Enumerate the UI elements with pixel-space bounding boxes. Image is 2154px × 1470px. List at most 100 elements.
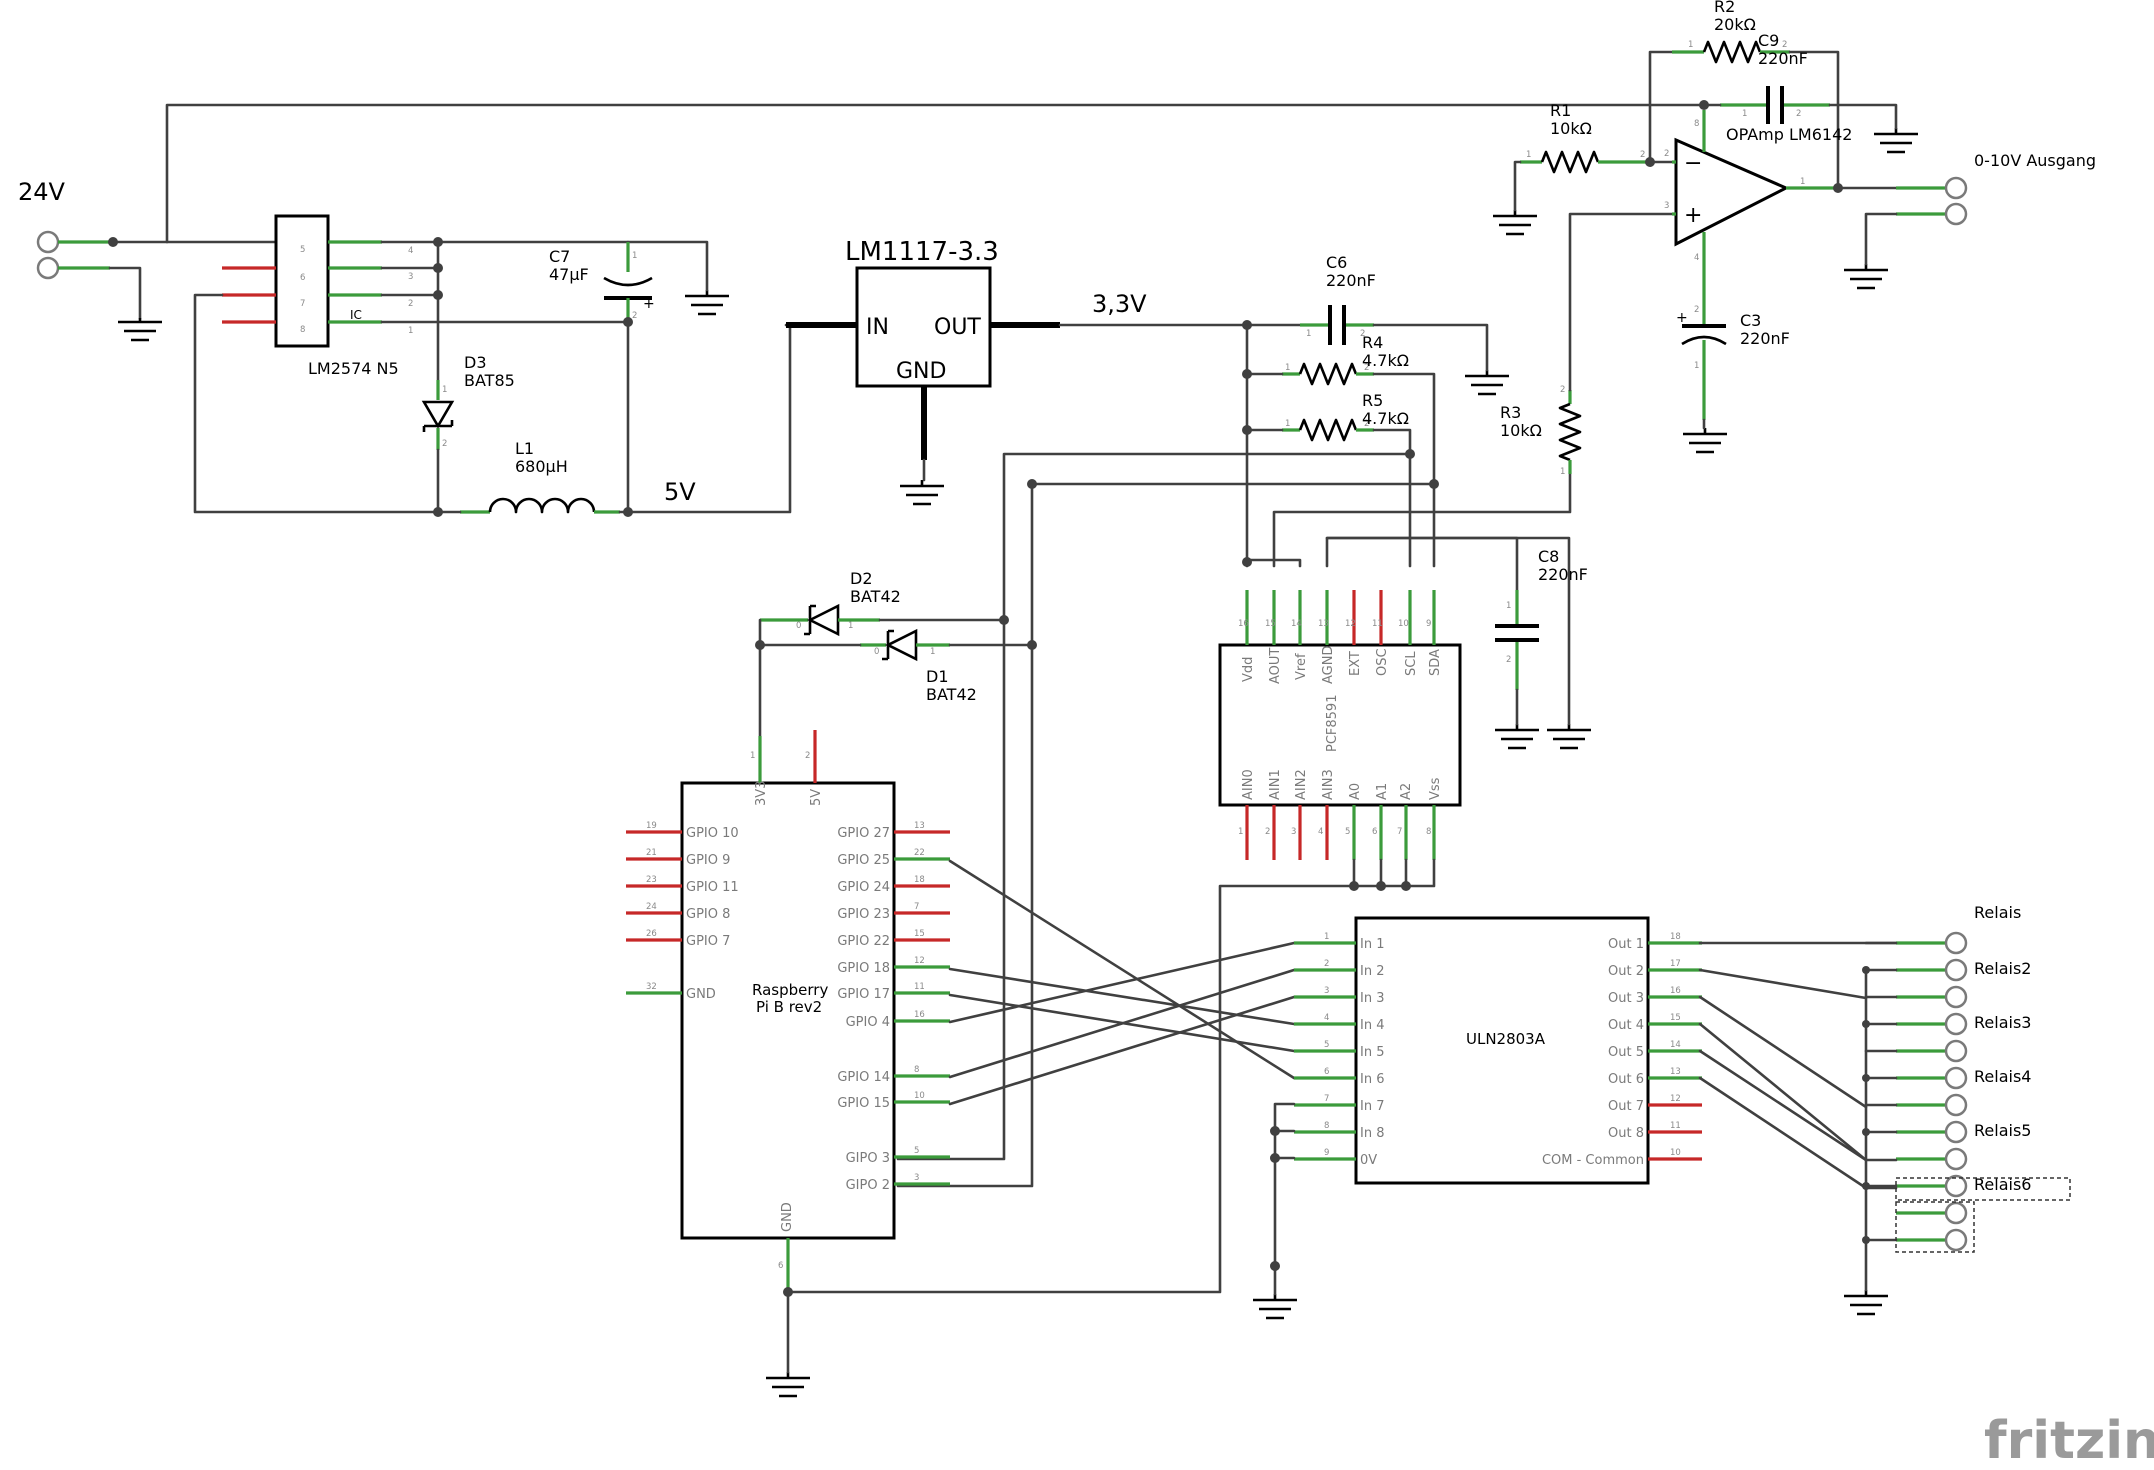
uln-right-pin-num: 16 bbox=[1670, 986, 1681, 996]
svg-text:2: 2 bbox=[442, 439, 447, 449]
opamp-name: OPAmp LM6142 bbox=[1726, 125, 1852, 144]
rpi-right-pin-num: 3 bbox=[914, 1173, 919, 1183]
svg-text:2: 2 bbox=[1782, 40, 1787, 50]
terminal-out-plus bbox=[1944, 176, 1968, 200]
pcf-num-7: 7 bbox=[1397, 827, 1402, 837]
rpi-left-pin-num: 26 bbox=[646, 929, 657, 939]
svg-text:1: 1 bbox=[442, 385, 447, 395]
rpi-right-pin-num: 7 bbox=[914, 902, 919, 912]
relais-terminal bbox=[1944, 931, 1968, 955]
rpi-left-pin-label: GPIO 8 bbox=[686, 907, 730, 922]
relais-terminal bbox=[1944, 1147, 1968, 1171]
c9-name: C9 bbox=[1758, 31, 1779, 50]
pcf-num-5: 5 bbox=[1345, 827, 1350, 837]
c8-name: C8 bbox=[1538, 547, 1559, 566]
uln-right-pin-label: Out 1 bbox=[1608, 937, 1644, 952]
uln-name: ULN2803A bbox=[1466, 1030, 1546, 1048]
c9-capacitor: 1 2 C9 220nF bbox=[1720, 31, 1830, 124]
svg-text:2: 2 bbox=[1664, 149, 1669, 159]
r1-value: 10kΩ bbox=[1550, 119, 1592, 138]
rpi-right-pin-label: GIPO 3 bbox=[846, 1151, 890, 1166]
c6-capacitor: 1 2 C6 220nF bbox=[1300, 253, 1376, 345]
uln-right-pin-num: 17 bbox=[1670, 959, 1681, 969]
lm2574-ic-label: IC bbox=[350, 308, 362, 322]
r3-value: 10kΩ bbox=[1500, 421, 1542, 440]
svg-text:+: + bbox=[643, 296, 655, 312]
uln-left-pin-num: 1 bbox=[1324, 932, 1329, 942]
svg-text:1: 1 bbox=[1306, 329, 1311, 339]
uln-left-pin-label: In 7 bbox=[1360, 1099, 1384, 1114]
uln-right-pin-num: 10 bbox=[1670, 1148, 1681, 1158]
rpi-right-pin-label: GPIO 25 bbox=[837, 853, 890, 868]
lm2574-pin-1: 1 bbox=[408, 326, 413, 336]
uln-left-pin-num: 5 bbox=[1324, 1040, 1329, 1050]
svg-text:2: 2 bbox=[632, 311, 637, 321]
uln-left-pin-label: In 4 bbox=[1360, 1018, 1384, 1033]
relais-label: Relais6 bbox=[1974, 1175, 2031, 1194]
ground-symbols bbox=[118, 128, 1918, 1398]
lm2574-pin-8: 8 bbox=[300, 325, 305, 335]
pcf-num-12: 12 bbox=[1345, 619, 1356, 629]
pcf-num-16: 16 bbox=[1238, 619, 1249, 629]
relais-label: Relais bbox=[1974, 903, 2021, 922]
fritzing-logo: fritzing bbox=[1984, 1411, 2154, 1470]
d3-diode: 1 2 D3 BAT85 bbox=[421, 353, 515, 450]
input-24v: 24V bbox=[18, 178, 110, 280]
svg-text:8: 8 bbox=[1694, 119, 1699, 129]
r2-name: R2 bbox=[1714, 0, 1735, 16]
svg-text:+: + bbox=[1676, 310, 1688, 326]
rpi-right-pin-num: 15 bbox=[914, 929, 925, 939]
d2-name: D2 bbox=[850, 569, 873, 588]
pcf-pin-aout: AOUT bbox=[1268, 648, 1283, 684]
svg-text:1: 1 bbox=[1560, 467, 1565, 477]
rpi-left-pin-label: GPIO 11 bbox=[686, 880, 739, 895]
rpi-left-pin-num: 21 bbox=[646, 848, 657, 858]
pcf-pin-osc: OSC bbox=[1375, 648, 1390, 676]
relais-terminal bbox=[1944, 958, 1968, 982]
svg-text:2: 2 bbox=[1506, 655, 1511, 665]
c3-capacitor: + 2 1 C3 220nF bbox=[1676, 300, 1790, 420]
rpi-right-pin-num: 10 bbox=[914, 1091, 925, 1101]
rpi-right-pin-label: GPIO 27 bbox=[837, 826, 890, 841]
relais-label: Relais4 bbox=[1974, 1067, 2031, 1086]
r4-name: R4 bbox=[1362, 333, 1383, 352]
svg-text:3: 3 bbox=[1664, 201, 1669, 211]
svg-text:2: 2 bbox=[1360, 329, 1365, 339]
rpi-name-2: Pi B rev2 bbox=[756, 998, 822, 1016]
selection-box-extra bbox=[1895, 1201, 1975, 1253]
pcf-num-10: 10 bbox=[1398, 619, 1409, 629]
uln-right-pin-num: 11 bbox=[1670, 1121, 1681, 1131]
uln-left-pin-label: In 1 bbox=[1360, 937, 1384, 952]
c9-value: 220nF bbox=[1758, 49, 1808, 68]
uln-left-pin-num: 3 bbox=[1324, 986, 1329, 996]
uln-left-pin-label: In 2 bbox=[1360, 964, 1384, 979]
d3-name: D3 bbox=[464, 353, 487, 372]
rpi-right-pin-label: GPIO 15 bbox=[837, 1096, 890, 1111]
relais-ground-node bbox=[1862, 966, 1870, 974]
svg-text:2: 2 bbox=[1560, 385, 1565, 395]
r1-resistor: 1 2 R1 10kΩ bbox=[1520, 101, 1648, 174]
pcf-name: PCF8591 bbox=[1325, 695, 1340, 752]
terminal-24v-plus bbox=[36, 230, 60, 254]
rpi-right-pin-num: 8 bbox=[914, 1065, 919, 1075]
relais-terminals: RelaisRelais2Relais3Relais4Relais5Relais… bbox=[1862, 903, 2031, 1252]
svg-text:0: 0 bbox=[874, 647, 879, 657]
relais-label: Relais3 bbox=[1974, 1013, 2031, 1032]
svg-text:2: 2 bbox=[1694, 305, 1699, 315]
rpi-right-pin-num: 16 bbox=[914, 1010, 925, 1020]
label-output: 0-10V Ausgang bbox=[1974, 151, 2096, 170]
svg-text:1: 1 bbox=[1285, 363, 1290, 373]
c3-name: C3 bbox=[1740, 311, 1761, 330]
uln-right-pin-num: 12 bbox=[1670, 1094, 1681, 1104]
relais-terminal bbox=[1944, 1228, 1968, 1252]
svg-text:1: 1 bbox=[848, 621, 853, 631]
r4-resistor: 1 2 R4 4.7kΩ bbox=[1282, 333, 1409, 386]
pcf-pin-vref: Vref bbox=[1294, 653, 1309, 680]
relais-terminal bbox=[1944, 985, 1968, 1009]
svg-text:4: 4 bbox=[1694, 253, 1699, 263]
lm2574-name: LM2574 N5 bbox=[308, 359, 399, 378]
